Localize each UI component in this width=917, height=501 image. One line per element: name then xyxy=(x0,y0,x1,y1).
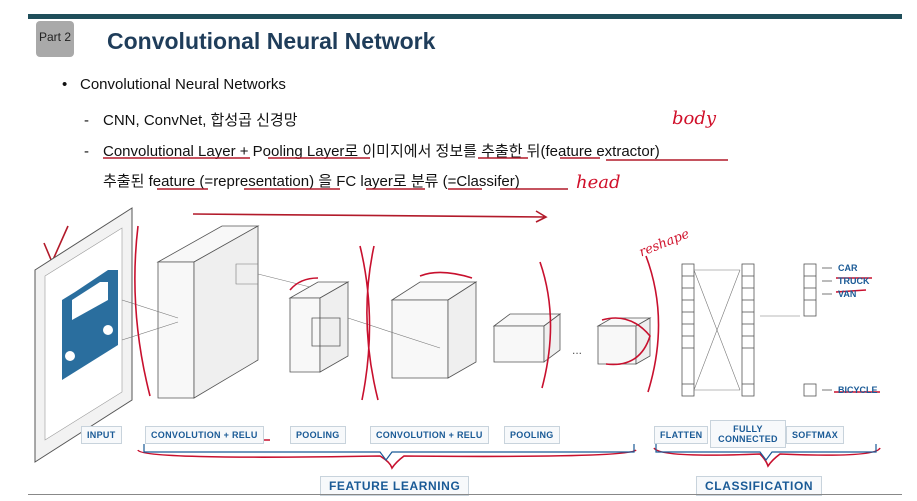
label-conv-relu-2: CONVOLUTION + RELU xyxy=(370,426,489,444)
fc-column xyxy=(741,263,755,397)
bullet-text: Convolutional Neural Networks xyxy=(80,76,286,93)
note-body: body xyxy=(672,108,717,129)
label-pooling-1: POOLING xyxy=(290,426,346,444)
bullet-item: •Convolutional Neural Networks xyxy=(62,76,286,93)
class-truck: TRUCK xyxy=(838,276,870,286)
label-softmax: SOFTMAX xyxy=(786,426,845,444)
label-feature-learning: FEATURE LEARNING xyxy=(320,476,470,496)
sub-item-2: -Convolutional Layer + Pooling Layer로 이미… xyxy=(84,143,660,160)
class-bicycle: BICYCLE xyxy=(838,385,878,395)
note-head: head xyxy=(576,172,621,193)
sub-item-1: -CNN, ConvNet, 합성곱 신경망 xyxy=(84,112,298,129)
bottom-rule xyxy=(28,494,902,495)
conv1-volume xyxy=(156,225,260,399)
handwriting-underlines xyxy=(43,157,728,265)
flatten-column xyxy=(681,263,695,397)
pool1-volume xyxy=(288,281,350,373)
label-input: INPUT xyxy=(81,426,122,444)
class-van: VAN xyxy=(838,289,857,299)
svg-text:...: ... xyxy=(572,343,582,357)
label-pooling-2: POOLING xyxy=(504,426,560,444)
final-feature-volume xyxy=(596,317,652,365)
label-classification: CLASSIFICATION xyxy=(696,476,823,496)
class-car: CAR xyxy=(838,263,858,273)
conv2-volume xyxy=(347,281,478,379)
slide-title: Convolutional Neural Network xyxy=(107,28,436,54)
sub-text-2: Convolutional Layer + Pooling Layer로 이미지… xyxy=(103,143,660,160)
pool2-volume: ... xyxy=(492,313,582,363)
softmax-column xyxy=(803,263,832,397)
top-rule xyxy=(28,14,902,19)
fc-connections xyxy=(693,269,800,391)
input-image xyxy=(34,207,133,463)
label-conv-relu-1: CONVOLUTION + RELU xyxy=(145,426,264,444)
part-badge: Part 2 xyxy=(36,21,74,57)
label-fully-connected: FULLY CONNECTED xyxy=(710,420,786,448)
label-flatten: FLATTEN xyxy=(654,426,709,444)
sub-text-2-continued: 추출된 feature (=representation) 을 FC layer… xyxy=(103,173,520,190)
section-braces xyxy=(143,444,877,461)
sub-text-1: CNN, ConvNet, 합성곱 신경망 xyxy=(103,112,298,129)
